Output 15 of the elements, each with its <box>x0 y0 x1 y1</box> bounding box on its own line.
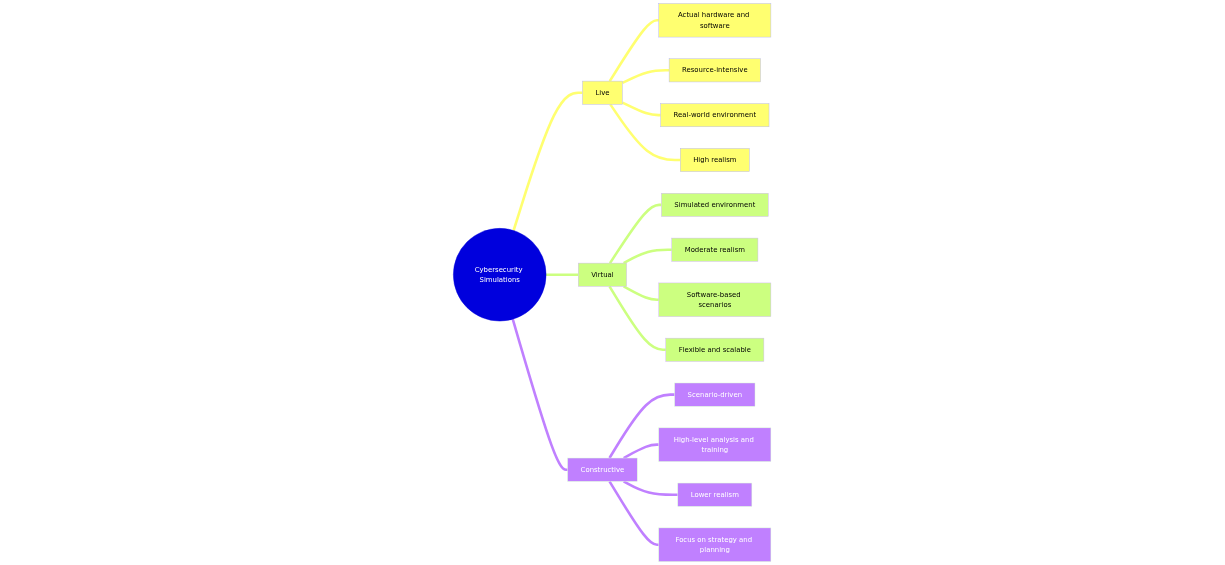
connector <box>623 285 660 302</box>
connector <box>609 103 681 162</box>
connector <box>511 318 569 471</box>
connector <box>608 480 660 547</box>
connector <box>546 273 579 277</box>
connector <box>609 18 660 82</box>
connector <box>608 285 667 352</box>
connector <box>608 393 676 459</box>
connector <box>623 443 660 460</box>
connector <box>609 203 662 264</box>
connector <box>623 248 673 265</box>
connector <box>512 91 583 231</box>
connector <box>623 480 679 496</box>
connector <box>622 69 670 85</box>
connector <box>622 101 661 117</box>
